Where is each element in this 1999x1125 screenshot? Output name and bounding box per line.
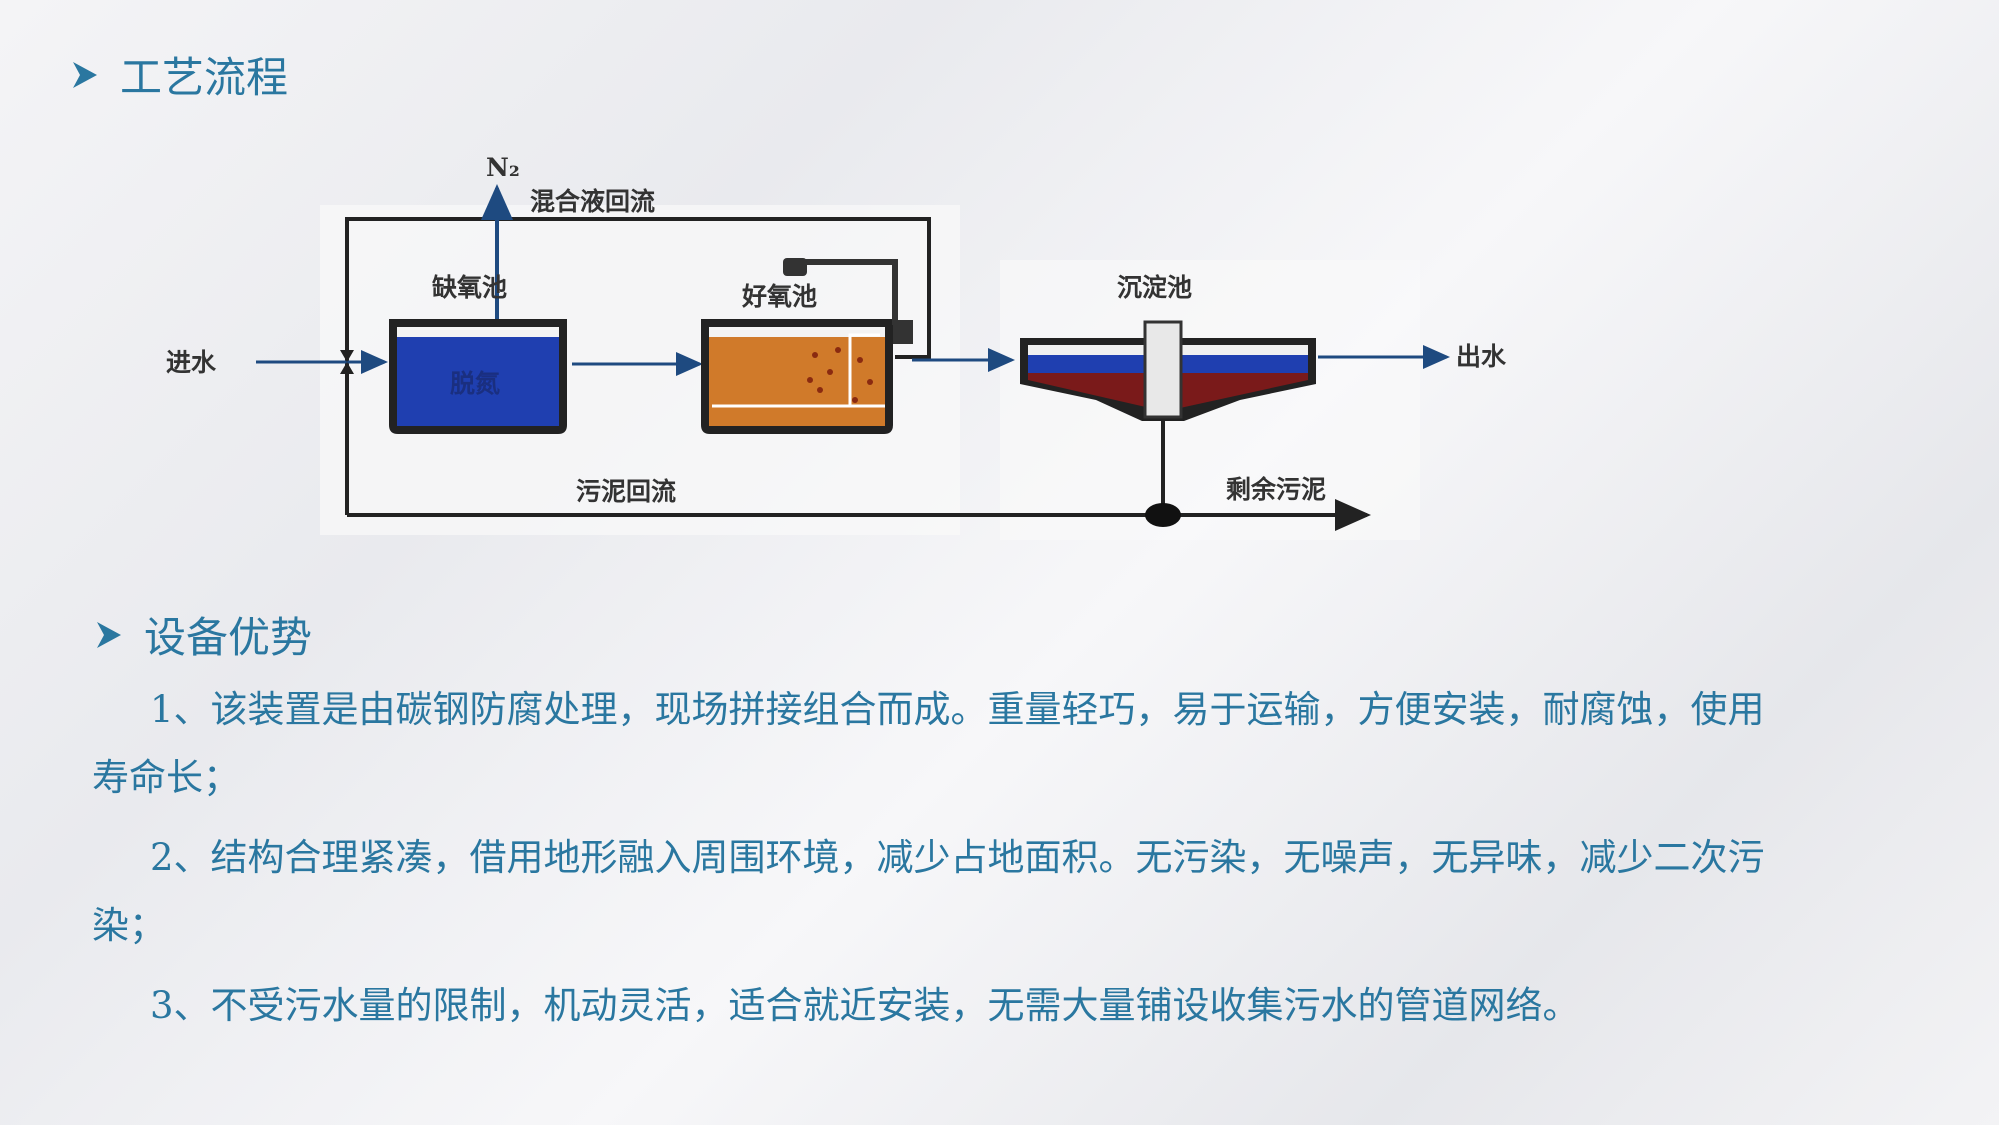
anoxic-tank xyxy=(389,319,567,434)
triangle-bullet-icon xyxy=(97,621,121,648)
section-title: 工艺流程 xyxy=(120,53,289,102)
outlet-label: 出水 xyxy=(1456,342,1507,371)
aerobic-tank-label: 好氧池 xyxy=(741,282,817,311)
anoxic-tank-label: 缺氧池 xyxy=(432,273,507,302)
advantage-paragraph: 2、结构合理紧凑，借用地形融入周围环境，减少占地面积。无污染，无噪声，无异味，减… xyxy=(92,836,1765,947)
mixed-liquor-return-line xyxy=(345,217,931,515)
triangle-bullet-icon xyxy=(73,61,97,88)
excess-sludge-label: 剩余污泥 xyxy=(1226,475,1326,504)
settling-tank xyxy=(1020,320,1316,421)
section-heading-advantages: 设备优势 xyxy=(96,604,312,665)
settling-tank-label: 沉淀池 xyxy=(1117,273,1192,302)
section-heading-process: 工艺流程 xyxy=(72,44,288,105)
advantage-paragraph: 1、该装置是由碳钢防腐处理，现场拼接组合而成。重量轻巧，易于运输，方便安装，耐腐… xyxy=(92,688,1765,799)
advantage-paragraph: 3、不受污水量的限制，机动灵活，适合就近安装，无需大量铺设收集污水的管道网络。 xyxy=(150,984,1580,1027)
anoxic-inner-label: 脱氮 xyxy=(450,369,500,398)
pump-icon xyxy=(1145,503,1181,527)
n2-label: N₂ xyxy=(486,153,520,182)
inlet-label: 进水 xyxy=(166,348,217,377)
sludge-return-label: 污泥回流 xyxy=(576,477,676,506)
process-flow-diagram: N₂ 混合液回流 缺氧池 脱氮 好氧池 沉淀池 进水 出水 污泥回流 剩余污泥 xyxy=(166,153,1507,540)
mixed-return-label: 混合液回流 xyxy=(530,187,655,216)
aerobic-tank xyxy=(701,258,913,434)
advantages-list: 1、该装置是由碳钢防腐处理，现场拼接组合而成。重量轻巧，易于运输，方便安装，耐腐… xyxy=(92,676,1792,1052)
section-title: 设备优势 xyxy=(144,613,313,662)
